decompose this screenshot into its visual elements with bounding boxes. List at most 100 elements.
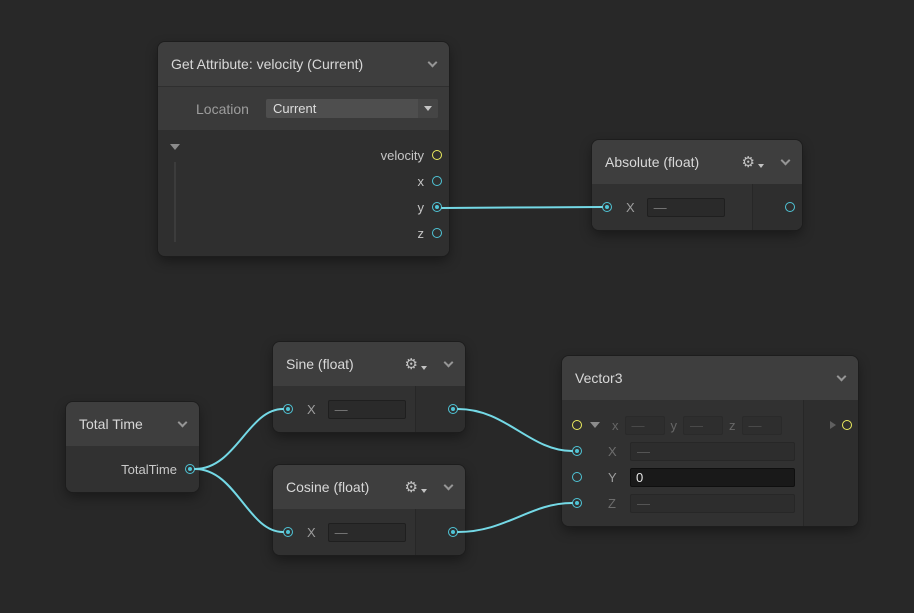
inline-x-field[interactable]: — — [624, 415, 665, 435]
port-y-output[interactable] — [432, 202, 442, 212]
port-label: x — [417, 173, 425, 189]
node-cosine-header[interactable]: Cosine (float) ⚙ — [273, 465, 465, 509]
node-total-time[interactable]: Total Time TotalTime — [66, 402, 199, 492]
dropdown-arrow-icon — [424, 106, 432, 111]
node-get-attribute-header[interactable]: Get Attribute: velocity (Current) — [158, 42, 449, 86]
node-absolute-body: X — — [592, 184, 802, 230]
gear-icon[interactable]: ⚙ — [404, 355, 418, 373]
output-label: TotalTime — [121, 461, 177, 477]
node-total-time-body: TotalTime — [66, 446, 199, 492]
port-x-input[interactable] — [602, 202, 612, 212]
port-label: y — [417, 199, 425, 215]
port-vector3-output[interactable] — [842, 420, 852, 430]
node-get-attribute[interactable]: Get Attribute: velocity (Current) Locati… — [158, 42, 449, 256]
port-label: velocity — [380, 147, 424, 163]
vector3-z-row: Z — — [562, 490, 803, 516]
chevron-down-icon[interactable] — [427, 57, 438, 67]
edge-sine-to-vector3-x[interactable] — [457, 408, 573, 452]
edge-cosine-to-vector3-z[interactable] — [457, 502, 573, 533]
location-label: Location — [196, 100, 249, 117]
x-value-field[interactable]: — — [327, 399, 406, 419]
input-label: X — [307, 401, 316, 417]
gear-icon[interactable]: ⚙ — [741, 153, 755, 171]
node-absolute[interactable]: Absolute (float) ⚙ X — — [592, 140, 802, 230]
node-sine-body: X — — [273, 386, 465, 432]
y-label: Y — [608, 469, 617, 485]
edge-totaltime-to-cosine-x[interactable] — [194, 468, 284, 533]
port-vector3-input[interactable] — [572, 420, 582, 430]
port-totaltime-output[interactable] — [185, 464, 195, 474]
x-value-field[interactable]: — — [327, 522, 406, 542]
port-x-input[interactable] — [283, 404, 293, 414]
port-x-output[interactable] — [432, 176, 442, 186]
output-port-row: x — [158, 168, 449, 194]
expand-right-icon — [830, 421, 836, 429]
port-z-output[interactable] — [432, 228, 442, 238]
port-x-input[interactable] — [572, 446, 582, 456]
node-vector3-body: x — y — z — X — Y — [562, 400, 858, 526]
output-port-row: y — [158, 194, 449, 220]
node-title: Sine (float) — [286, 356, 354, 372]
output-port-row: z — [158, 220, 449, 246]
inline-y-label: y — [670, 417, 678, 433]
location-dropdown[interactable]: Current — [266, 99, 438, 118]
expand-triangle-icon[interactable] — [590, 422, 600, 428]
output-zone — [415, 386, 465, 432]
vector3-y-row: Y — [562, 464, 803, 490]
output-zone — [803, 400, 858, 526]
node-title: Get Attribute: velocity (Current) — [171, 56, 364, 72]
port-z-input[interactable] — [572, 498, 582, 508]
node-title: Total Time — [79, 416, 143, 432]
port-output[interactable] — [785, 202, 795, 212]
node-title: Vector3 — [575, 370, 623, 386]
node-absolute-header[interactable]: Absolute (float) ⚙ — [592, 140, 802, 184]
location-dropdown-value: Current — [273, 101, 317, 116]
port-label: z — [417, 225, 425, 241]
collapse-triangle-icon[interactable] — [170, 144, 180, 150]
output-zone — [415, 509, 465, 555]
chevron-down-icon[interactable] — [443, 480, 454, 490]
collapse-guide-line — [174, 162, 176, 242]
x-value-field[interactable]: — — [630, 441, 795, 461]
x-value-field[interactable]: — — [646, 197, 725, 217]
chevron-down-icon[interactable] — [177, 417, 188, 427]
chevron-down-icon[interactable] — [780, 155, 791, 165]
y-value-input[interactable] — [630, 467, 795, 487]
output-zone — [752, 184, 802, 230]
vector3-input-area: x — y — z — X — Y — [562, 400, 803, 526]
node-get-attribute-body: velocity x y z — [158, 130, 449, 256]
collapse-control[interactable] — [169, 144, 181, 242]
node-cosine-body: X — — [273, 509, 465, 555]
port-output[interactable] — [448, 404, 458, 414]
edge-y-to-absolute-x[interactable] — [441, 206, 603, 209]
node-total-time-header[interactable]: Total Time — [66, 402, 199, 446]
vector3-x-row: X — — [562, 438, 803, 464]
port-velocity-output[interactable] — [432, 150, 442, 160]
inline-z-field[interactable]: — — [741, 415, 782, 435]
node-cosine[interactable]: Cosine (float) ⚙ X — — [273, 465, 465, 555]
port-y-input[interactable] — [572, 472, 582, 482]
port-x-input[interactable] — [283, 527, 293, 537]
inline-x-label: x — [612, 417, 619, 433]
chevron-down-icon[interactable] — [443, 357, 454, 367]
input-label: X — [307, 524, 316, 540]
z-value-field[interactable]: — — [630, 493, 795, 513]
node-title: Cosine (float) — [286, 479, 370, 495]
inline-z-label: z — [729, 417, 736, 433]
x-label: X — [608, 443, 617, 459]
node-sine-header[interactable]: Sine (float) ⚙ — [273, 342, 465, 386]
node-sine[interactable]: Sine (float) ⚙ X — — [273, 342, 465, 432]
node-vector3[interactable]: Vector3 x — y — z — — [562, 356, 858, 526]
gear-icon[interactable]: ⚙ — [404, 478, 418, 496]
inline-y-field[interactable]: — — [683, 415, 723, 435]
node-vector3-header[interactable]: Vector3 — [562, 356, 858, 400]
dropdown-arrow-box — [418, 99, 438, 118]
vector3-summary-row: x — y — z — — [562, 412, 803, 438]
location-row: Location Current — [158, 86, 449, 130]
chevron-down-icon[interactable] — [836, 371, 847, 381]
edge-totaltime-to-sine-x[interactable] — [194, 408, 284, 470]
gear-caret-icon — [421, 365, 427, 370]
port-output[interactable] — [448, 527, 458, 537]
vector3-inline-fields: x — y — z — — [612, 415, 782, 435]
